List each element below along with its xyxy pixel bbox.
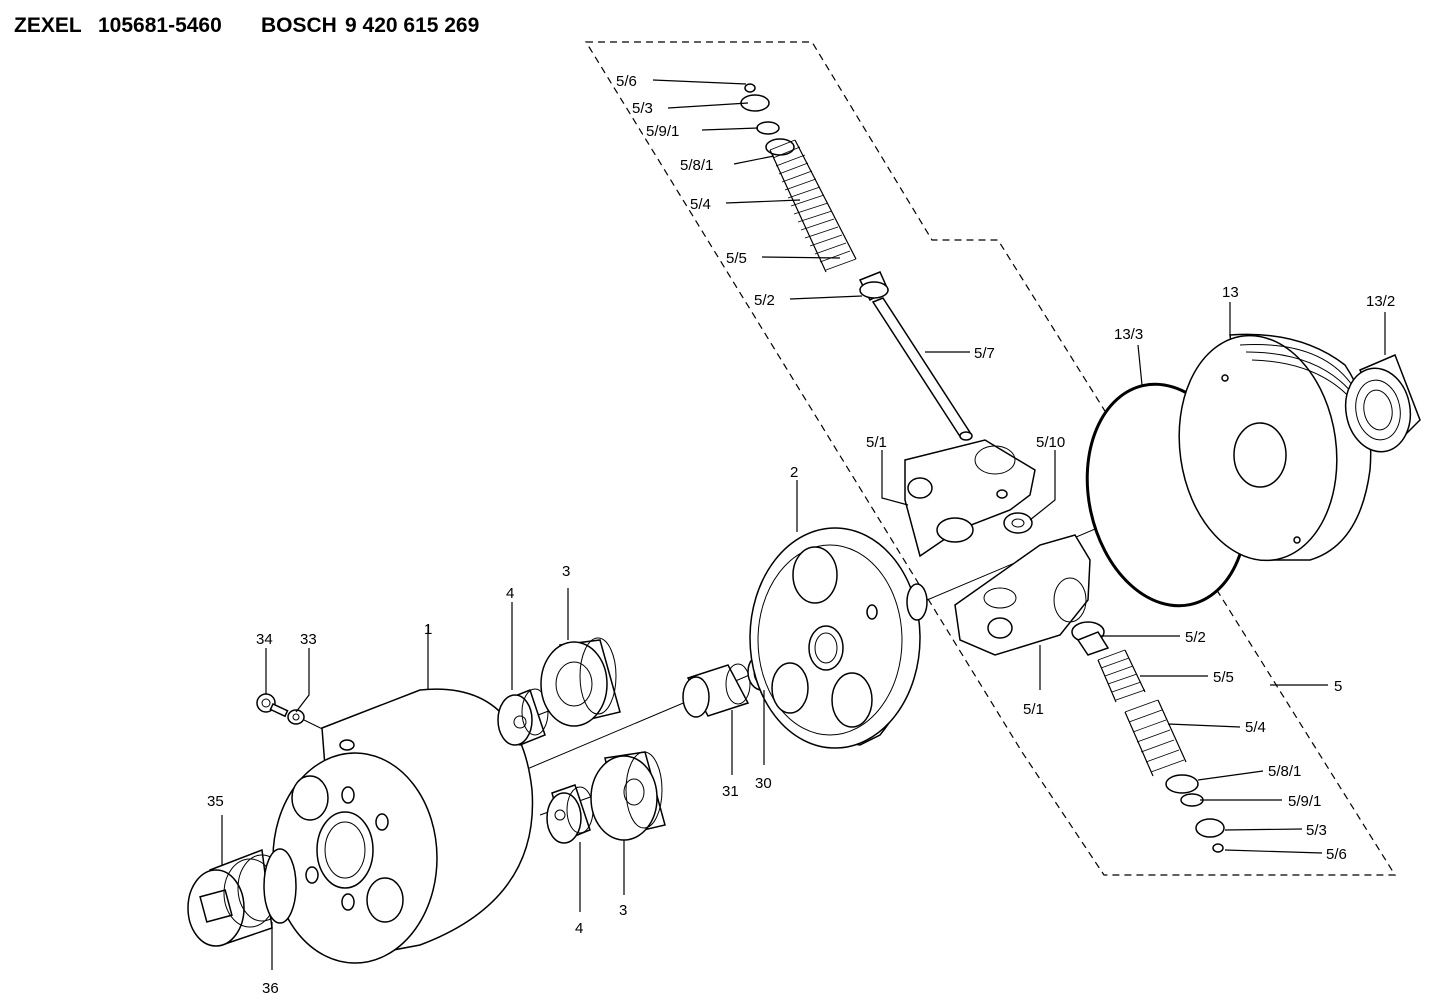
label-5-7: 5/7 xyxy=(974,345,995,362)
label-5-4-top: 5/4 xyxy=(690,196,711,213)
group-5-boundary xyxy=(584,41,1397,876)
label-5-5-top: 5/5 xyxy=(726,250,747,267)
label-13-3: 13/3 xyxy=(1114,326,1143,343)
label-3-top: 3 xyxy=(562,563,570,580)
label-13: 13 xyxy=(1222,284,1239,301)
label-31: 31 xyxy=(722,783,739,800)
label-35: 35 xyxy=(207,793,224,810)
label-5-1-top: 5/1 xyxy=(866,434,887,451)
label-5-5-bottom: 5/5 xyxy=(1213,669,1234,686)
label-4-bottom: 4 xyxy=(575,920,583,937)
spring-stack-upper xyxy=(740,83,889,302)
label-5-10: 5/10 xyxy=(1036,434,1065,451)
cylinder-part-3-lower xyxy=(590,751,666,841)
label-5: 5 xyxy=(1334,678,1342,695)
cover-part-13 xyxy=(1178,333,1372,562)
label-5-2-bottom: 5/2 xyxy=(1185,629,1206,646)
spring-stack-lower xyxy=(1071,621,1225,853)
label-5-1-bottom: 5/1 xyxy=(1023,701,1044,718)
label-5-8-1-top: 5/8/1 xyxy=(680,157,713,174)
housing-part xyxy=(272,688,534,964)
bearing-part-13-2 xyxy=(1344,354,1421,453)
label-2: 2 xyxy=(790,464,798,481)
label-5-6-bottom: 5/6 xyxy=(1326,846,1347,863)
label-5-6-top: 5/6 xyxy=(616,73,637,90)
label-3-bottom: 3 xyxy=(619,902,627,919)
label-1: 1 xyxy=(424,621,432,638)
piston-part-4-lower xyxy=(546,784,594,844)
label-4-top: 4 xyxy=(506,585,514,602)
label-5-2-top: 5/2 xyxy=(754,292,775,309)
screw-part-34 xyxy=(256,693,289,718)
sleeve-part-31 xyxy=(682,663,751,718)
label-5-3-top: 5/3 xyxy=(632,100,653,117)
zexel-part-number: 105681-5460 xyxy=(98,14,222,37)
label-5-8-1-bottom: 5/8/1 xyxy=(1268,763,1301,780)
roller-body-part-5-1-lower xyxy=(954,534,1091,656)
leader-lines xyxy=(221,79,1386,970)
label-30: 30 xyxy=(755,775,772,792)
label-33: 33 xyxy=(300,631,317,648)
roller-body-part-5-1-upper xyxy=(904,439,1036,558)
brand-zexel: ZEXEL xyxy=(14,14,82,37)
label-5-9-1-top: 5/9/1 xyxy=(646,123,679,140)
shaft-part-5-7 xyxy=(871,297,973,441)
part-labels: 5/6 5/3 5/9/1 5/8/1 5/4 5/5 5/2 5/7 5/1 … xyxy=(207,73,1395,997)
seal-ring-36 xyxy=(263,848,297,924)
cylinder-part-3-upper xyxy=(540,637,621,727)
label-13-2: 13/2 xyxy=(1366,293,1395,310)
flange-plate-part-2 xyxy=(749,527,928,749)
washer-part-33 xyxy=(287,709,305,725)
label-36: 36 xyxy=(262,980,279,997)
label-34: 34 xyxy=(256,631,273,648)
bosch-part-number: 9 420 615 269 xyxy=(345,14,480,37)
label-5-4-bottom: 5/4 xyxy=(1245,719,1266,736)
ring-part-5-10 xyxy=(1003,512,1033,534)
piston-part-4-upper xyxy=(497,688,549,746)
label-5-3-bottom: 5/3 xyxy=(1306,822,1327,839)
label-5-9-1-bottom: 5/9/1 xyxy=(1288,793,1321,810)
brand-bosch: BOSCH xyxy=(261,14,337,37)
